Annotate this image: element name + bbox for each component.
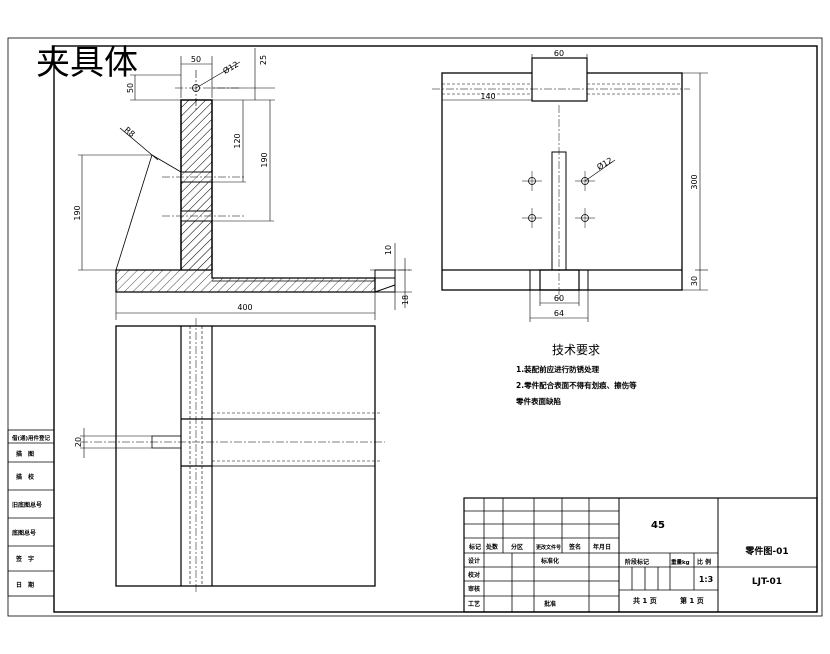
tb-hdr-mark: 标记 [468, 543, 481, 551]
tech-requirements-title: 技术要求 [552, 343, 600, 357]
side-label-strip [7, 429, 55, 597]
tb-hdr-doc: 更改文件号 [536, 544, 561, 551]
tb-hdr-date: 年月日 [593, 543, 611, 551]
outer-frame [7, 37, 823, 617]
side-label-6: 日 期 [16, 581, 34, 589]
side-label-4: 底图总号 [12, 529, 36, 537]
dim-10: 10 [384, 245, 393, 255]
dim-20: 20 [74, 437, 83, 447]
tb-material: 45 [651, 520, 665, 531]
top-view [80, 318, 385, 592]
tb-hdr-zone: 分区 [511, 543, 523, 551]
tb-sheets-total: 共 1 页 [633, 596, 657, 605]
tb-row-std: 标准化 [540, 557, 559, 565]
tb-scale-label: 比 例 [697, 558, 711, 566]
tb-part-code: LJT-01 [752, 577, 782, 587]
tb-row-design: 设计 [468, 557, 480, 565]
inner-frame [53, 45, 818, 613]
dim-18: 18 [401, 295, 410, 305]
dim-50-left: 50 [126, 83, 135, 93]
side-view [432, 57, 690, 300]
tb-hdr-sign: 签名 [568, 543, 581, 551]
dim-60-top: 60 [554, 49, 564, 58]
dim-190-right: 190 [260, 152, 269, 167]
side-label-3: 旧底图总号 [12, 501, 42, 509]
dim-50-top: 50 [191, 55, 201, 64]
dim-140: 140 [480, 92, 495, 101]
front-view-dimensions [78, 48, 412, 320]
side-label-1: 描 图 [16, 450, 34, 458]
tb-row-check: 校对 [468, 571, 480, 579]
tb-row-process: 工艺 [468, 600, 480, 608]
tech-requirement-3: 零件表面缺陷 [515, 396, 561, 406]
tb-part-name: 零件图-01 [744, 545, 788, 557]
dim-60-bottom: 60 [554, 294, 564, 303]
front-view [115, 70, 410, 293]
tb-stage-label: 阶段标记 [625, 558, 649, 566]
side-label-0: 借(通)用件登记 [11, 434, 51, 442]
dim-190-left: 190 [73, 205, 82, 220]
title-block [463, 497, 818, 613]
tb-hdr-count: 处数 [485, 543, 499, 551]
side-label-5: 签 字 [15, 555, 34, 563]
tech-requirement-2: 2.零件配合表面不得有划痕、擦伤等 [516, 380, 637, 390]
dim-120: 120 [233, 133, 242, 148]
dim-dia12-right: Ø12 [595, 155, 614, 172]
tech-requirement-1: 1.装配前应进行防锈处理 [516, 364, 600, 374]
tb-scale: 1:3 [699, 575, 713, 584]
tb-weight-label: 重量kg [671, 558, 690, 566]
dim-300: 300 [690, 174, 699, 189]
tb-row-review: 审核 [468, 585, 480, 593]
tb-sheet-no: 第 1 页 [680, 596, 704, 605]
side-view-dimensions [442, 54, 708, 322]
dim-r8: R8 [123, 125, 137, 139]
dim-400: 400 [237, 303, 252, 312]
dim-64: 64 [554, 309, 564, 318]
dim-dia12-left: Ø12 [221, 59, 240, 76]
side-label-2: 描 校 [16, 473, 35, 481]
tb-row-approve: 批准 [544, 600, 556, 608]
dim-30: 30 [690, 276, 699, 286]
dim-25: 25 [259, 55, 268, 65]
title-stamp: 夹具体 [36, 43, 138, 83]
